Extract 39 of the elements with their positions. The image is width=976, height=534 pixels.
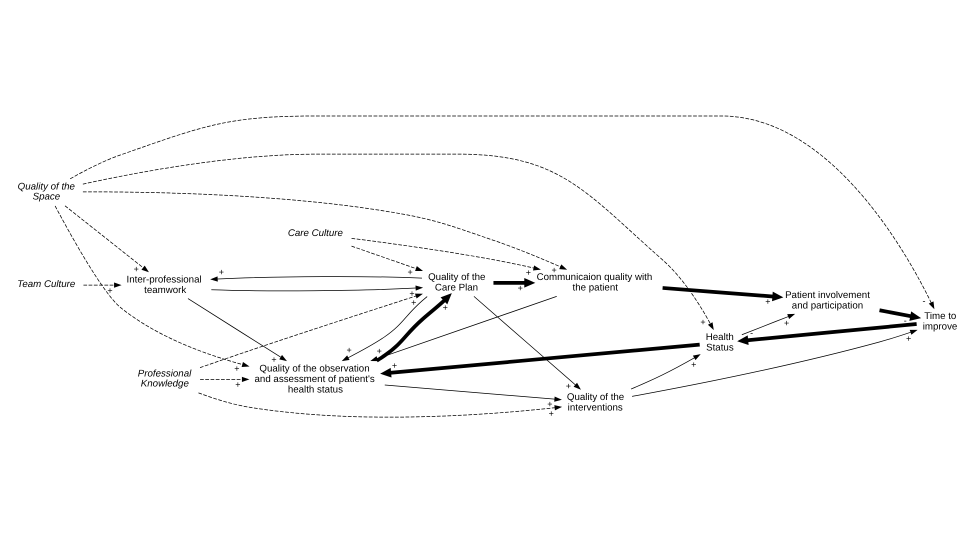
edge-label: + bbox=[552, 264, 557, 274]
edge-label: + bbox=[442, 302, 448, 312]
node-text: Inter-professional teamwork bbox=[126, 274, 202, 296]
edge-label: + bbox=[376, 345, 382, 356]
edge-label: + bbox=[411, 296, 416, 307]
edge-label: - bbox=[922, 295, 926, 306]
edge-label: + bbox=[566, 380, 571, 390]
edge-label: + bbox=[234, 363, 240, 374]
node-text: Professional Knowledge bbox=[138, 368, 192, 389]
node-text: Quality of the Care Plan bbox=[428, 272, 486, 294]
node-text: Quality of the observation and assessment of patient's health status bbox=[254, 362, 375, 395]
edge-label: + bbox=[691, 358, 696, 369]
edge-label: + bbox=[906, 333, 912, 344]
node-text: Health Status bbox=[706, 332, 734, 354]
edge-label: + bbox=[700, 316, 706, 327]
edge-label: + bbox=[526, 266, 531, 277]
edge-label: - bbox=[904, 315, 907, 326]
node-text: Team Culture bbox=[17, 278, 76, 290]
edge-label: + bbox=[134, 264, 139, 274]
node-text: Quality of the Space bbox=[18, 181, 75, 202]
edge-label: + bbox=[408, 266, 413, 277]
node-text: Quality of the interventions bbox=[566, 391, 624, 413]
edge-label: - bbox=[750, 328, 754, 338]
edge-label: + bbox=[392, 360, 398, 370]
edge-label: + bbox=[218, 266, 224, 277]
edge-label: + bbox=[547, 398, 553, 409]
edge-label: + bbox=[765, 296, 771, 306]
edge-label: + bbox=[271, 354, 277, 364]
edge-label: + bbox=[518, 282, 523, 293]
node-text: Communicaion quality with the patient bbox=[536, 272, 652, 294]
edge-label: + bbox=[409, 288, 415, 298]
edge-label: + bbox=[548, 408, 554, 418]
edge-label: + bbox=[107, 284, 113, 295]
edge-label: + bbox=[784, 317, 790, 328]
node-text: Patient involvement and participation bbox=[785, 290, 870, 312]
edge-label: + bbox=[235, 379, 241, 390]
node-text: Time to improve bbox=[922, 310, 958, 332]
edge-label: + bbox=[346, 344, 352, 354]
node-text: Care Culture bbox=[288, 228, 343, 239]
